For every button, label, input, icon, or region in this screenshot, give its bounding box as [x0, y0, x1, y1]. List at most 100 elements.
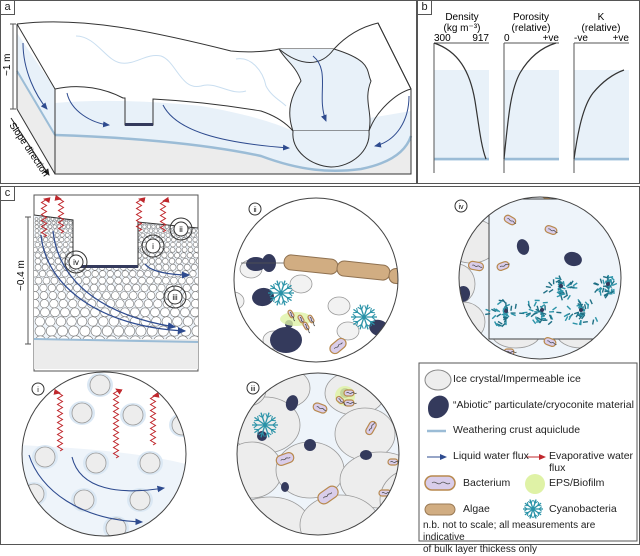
ice-grain: [188, 238, 192, 242]
ice-grain: [35, 229, 39, 233]
ice-grain: [114, 271, 121, 278]
ice-grain: [163, 264, 169, 270]
ice-grain: [147, 225, 150, 228]
ice-grain: [60, 238, 64, 242]
ice-grain: [154, 229, 158, 233]
ice-crystal: [441, 302, 485, 342]
ice-grain: [197, 229, 201, 233]
ice-grain: [193, 242, 198, 247]
ice-grain: [70, 308, 79, 317]
legend-note-line1: n.b. not to scale; all measurements are …: [423, 520, 638, 544]
ice-grain: [33, 247, 38, 252]
ice-grain: [183, 292, 191, 300]
ice-grain: [35, 326, 45, 336]
ice-grain: [188, 247, 193, 252]
ice-grain: [162, 258, 168, 264]
panel-c-scale-label: ~0.4 m: [16, 260, 27, 291]
ice-grain: [35, 258, 41, 264]
ice-grain: [68, 229, 72, 233]
ice-grain: [31, 300, 39, 308]
density-max: 917: [472, 33, 489, 44]
ice-grain: [31, 284, 38, 291]
inset-iv: iv: [439, 192, 629, 365]
ice-grain: [75, 277, 82, 284]
ice-grain: [35, 264, 41, 270]
ice-grain: [56, 317, 66, 327]
ice-grain: [137, 271, 144, 278]
ice-grain: [168, 253, 173, 258]
ice-grain: [106, 300, 114, 308]
ice-grain: [116, 284, 123, 291]
ice-grain: [166, 233, 170, 237]
panel-c-graphics: ~0.4 m i ii iii iv ii: [1, 187, 640, 546]
profile-conductivity: K (relative) -ve +ve: [574, 12, 629, 173]
ice-crystal: [328, 297, 350, 315]
ice-grain: [170, 264, 176, 270]
ice-grain: [35, 225, 38, 228]
panel-a-block-diagram: ~1 m Slope direction: [1, 1, 418, 185]
ice-grain: [50, 247, 55, 252]
ice-grain: [156, 264, 162, 270]
porosity-max: +ve: [543, 33, 560, 44]
ice-grain: [39, 221, 42, 224]
ice-grain: [99, 271, 106, 278]
ice-grain: [192, 326, 202, 336]
ice-grain: [69, 300, 77, 308]
ice-crystal: [290, 275, 312, 293]
legend-label-eps: EPS/Biofilm: [549, 477, 604, 489]
ice-grain: [99, 277, 106, 284]
legend-label-liquid-flux: Liquid water flux: [453, 450, 529, 462]
ice-grain: [63, 242, 68, 247]
ice-grain: [60, 253, 65, 258]
ice-grain: [35, 317, 45, 327]
algae-filament: [388, 268, 419, 286]
ice-grain: [188, 242, 193, 247]
ice-grain: [91, 326, 101, 336]
ice-crystal: [222, 292, 244, 310]
ice-grain: [47, 271, 54, 278]
ice-grain: [149, 229, 153, 233]
ice-grain: [44, 238, 48, 242]
svg-text:i: i: [152, 242, 154, 251]
ice-grain: [58, 292, 66, 300]
abiotic-particle: [270, 327, 302, 353]
legend-label-bacterium: Bacterium: [463, 477, 510, 489]
ice-grain: [40, 308, 49, 317]
ice-grain: [102, 326, 112, 336]
svg-text:ii: ii: [179, 225, 183, 234]
ice-grain: [31, 308, 40, 317]
ice-grain: [162, 277, 169, 284]
ice-grain: [33, 238, 37, 242]
ice-grain: [60, 308, 69, 317]
ice-grain: [154, 300, 162, 308]
cross-section: ~0.4 m i ii iii iv: [16, 195, 204, 371]
ice-grain: [48, 284, 55, 291]
ice-grain: [131, 277, 138, 284]
inset-ii: ii: [222, 197, 420, 367]
ice-grain: [175, 271, 182, 278]
panel-a-scale-label: ~1 m: [2, 53, 13, 76]
ice-grain: [35, 233, 39, 237]
panel-b: b Density (kg m⁻³) 300 917 Porosity (rel…: [417, 0, 640, 184]
ice-grain: [181, 253, 186, 258]
ice-grain: [50, 300, 58, 308]
ice-grain: [35, 242, 40, 247]
ice-grain: [92, 271, 99, 278]
ice-grain: [40, 292, 48, 300]
ice-grain: [32, 271, 39, 278]
bacterium-dna: [545, 194, 555, 195]
ice-grain: [90, 284, 97, 291]
ice-grain: [164, 247, 169, 252]
ice-grain: [177, 264, 183, 270]
ice-grain: [182, 242, 187, 247]
ice-grain: [158, 326, 168, 336]
ice-grain: [196, 258, 202, 264]
ice-grain: [53, 225, 56, 228]
ice-grain: [130, 308, 139, 317]
ice-grain: [48, 221, 51, 224]
ice-grain: [40, 300, 48, 308]
ice-grain: [77, 317, 87, 327]
legend-label-algae: Algae: [463, 503, 490, 515]
ice-grain: [35, 253, 40, 258]
ice-grain: [120, 292, 128, 300]
